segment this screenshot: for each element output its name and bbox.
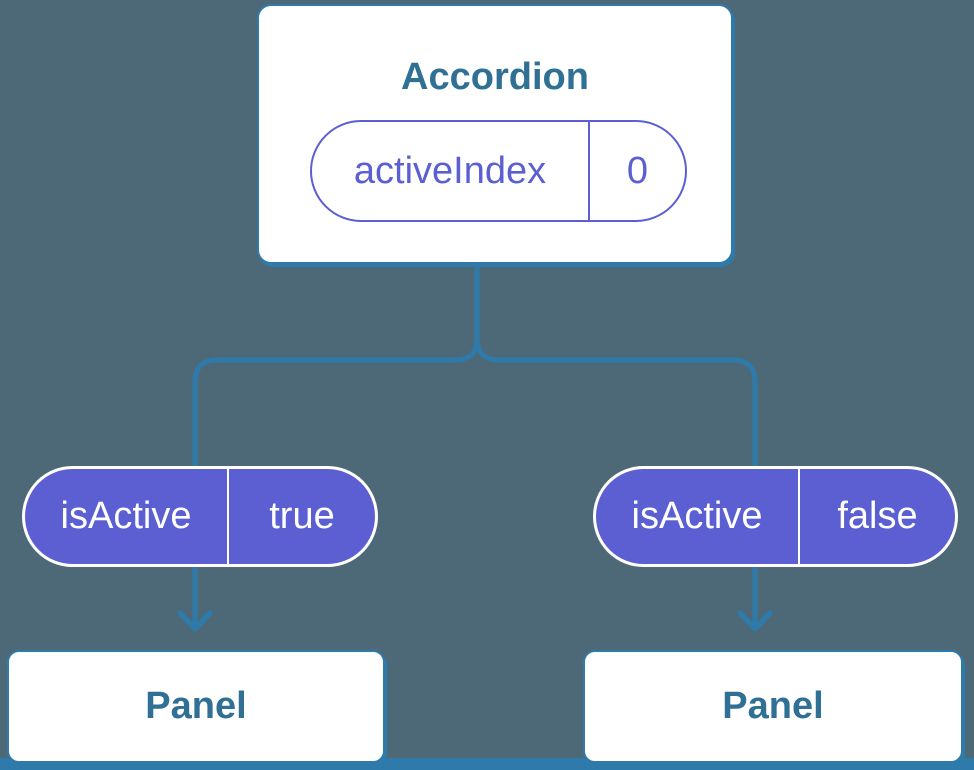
prop-pill-is-active-false: isActive false (593, 466, 958, 567)
panel-card-right: Panel (583, 650, 963, 763)
prop-pill-value: true (227, 469, 375, 564)
panel-card-left: Panel (7, 650, 385, 763)
prop-pill-name: isActive (631, 495, 763, 537)
accordion-title: Accordion (401, 56, 589, 98)
left-arrowhead-icon (177, 610, 213, 632)
state-pill-value: 0 (588, 122, 685, 220)
state-pill: activeIndex 0 (310, 120, 687, 222)
state-pill-name: activeIndex (353, 149, 547, 192)
right-arrowhead-icon (737, 610, 773, 632)
left-connector-line (192, 262, 480, 627)
right-connector-line (474, 262, 758, 627)
accordion-card: Accordion activeIndex 0 (257, 4, 733, 264)
panel-title: Panel (722, 685, 824, 727)
panel-title: Panel (145, 685, 247, 727)
prop-pill-name: isActive (60, 495, 192, 537)
prop-pill-is-active-true: isActive true (22, 466, 378, 567)
prop-pill-value: false (798, 469, 955, 564)
